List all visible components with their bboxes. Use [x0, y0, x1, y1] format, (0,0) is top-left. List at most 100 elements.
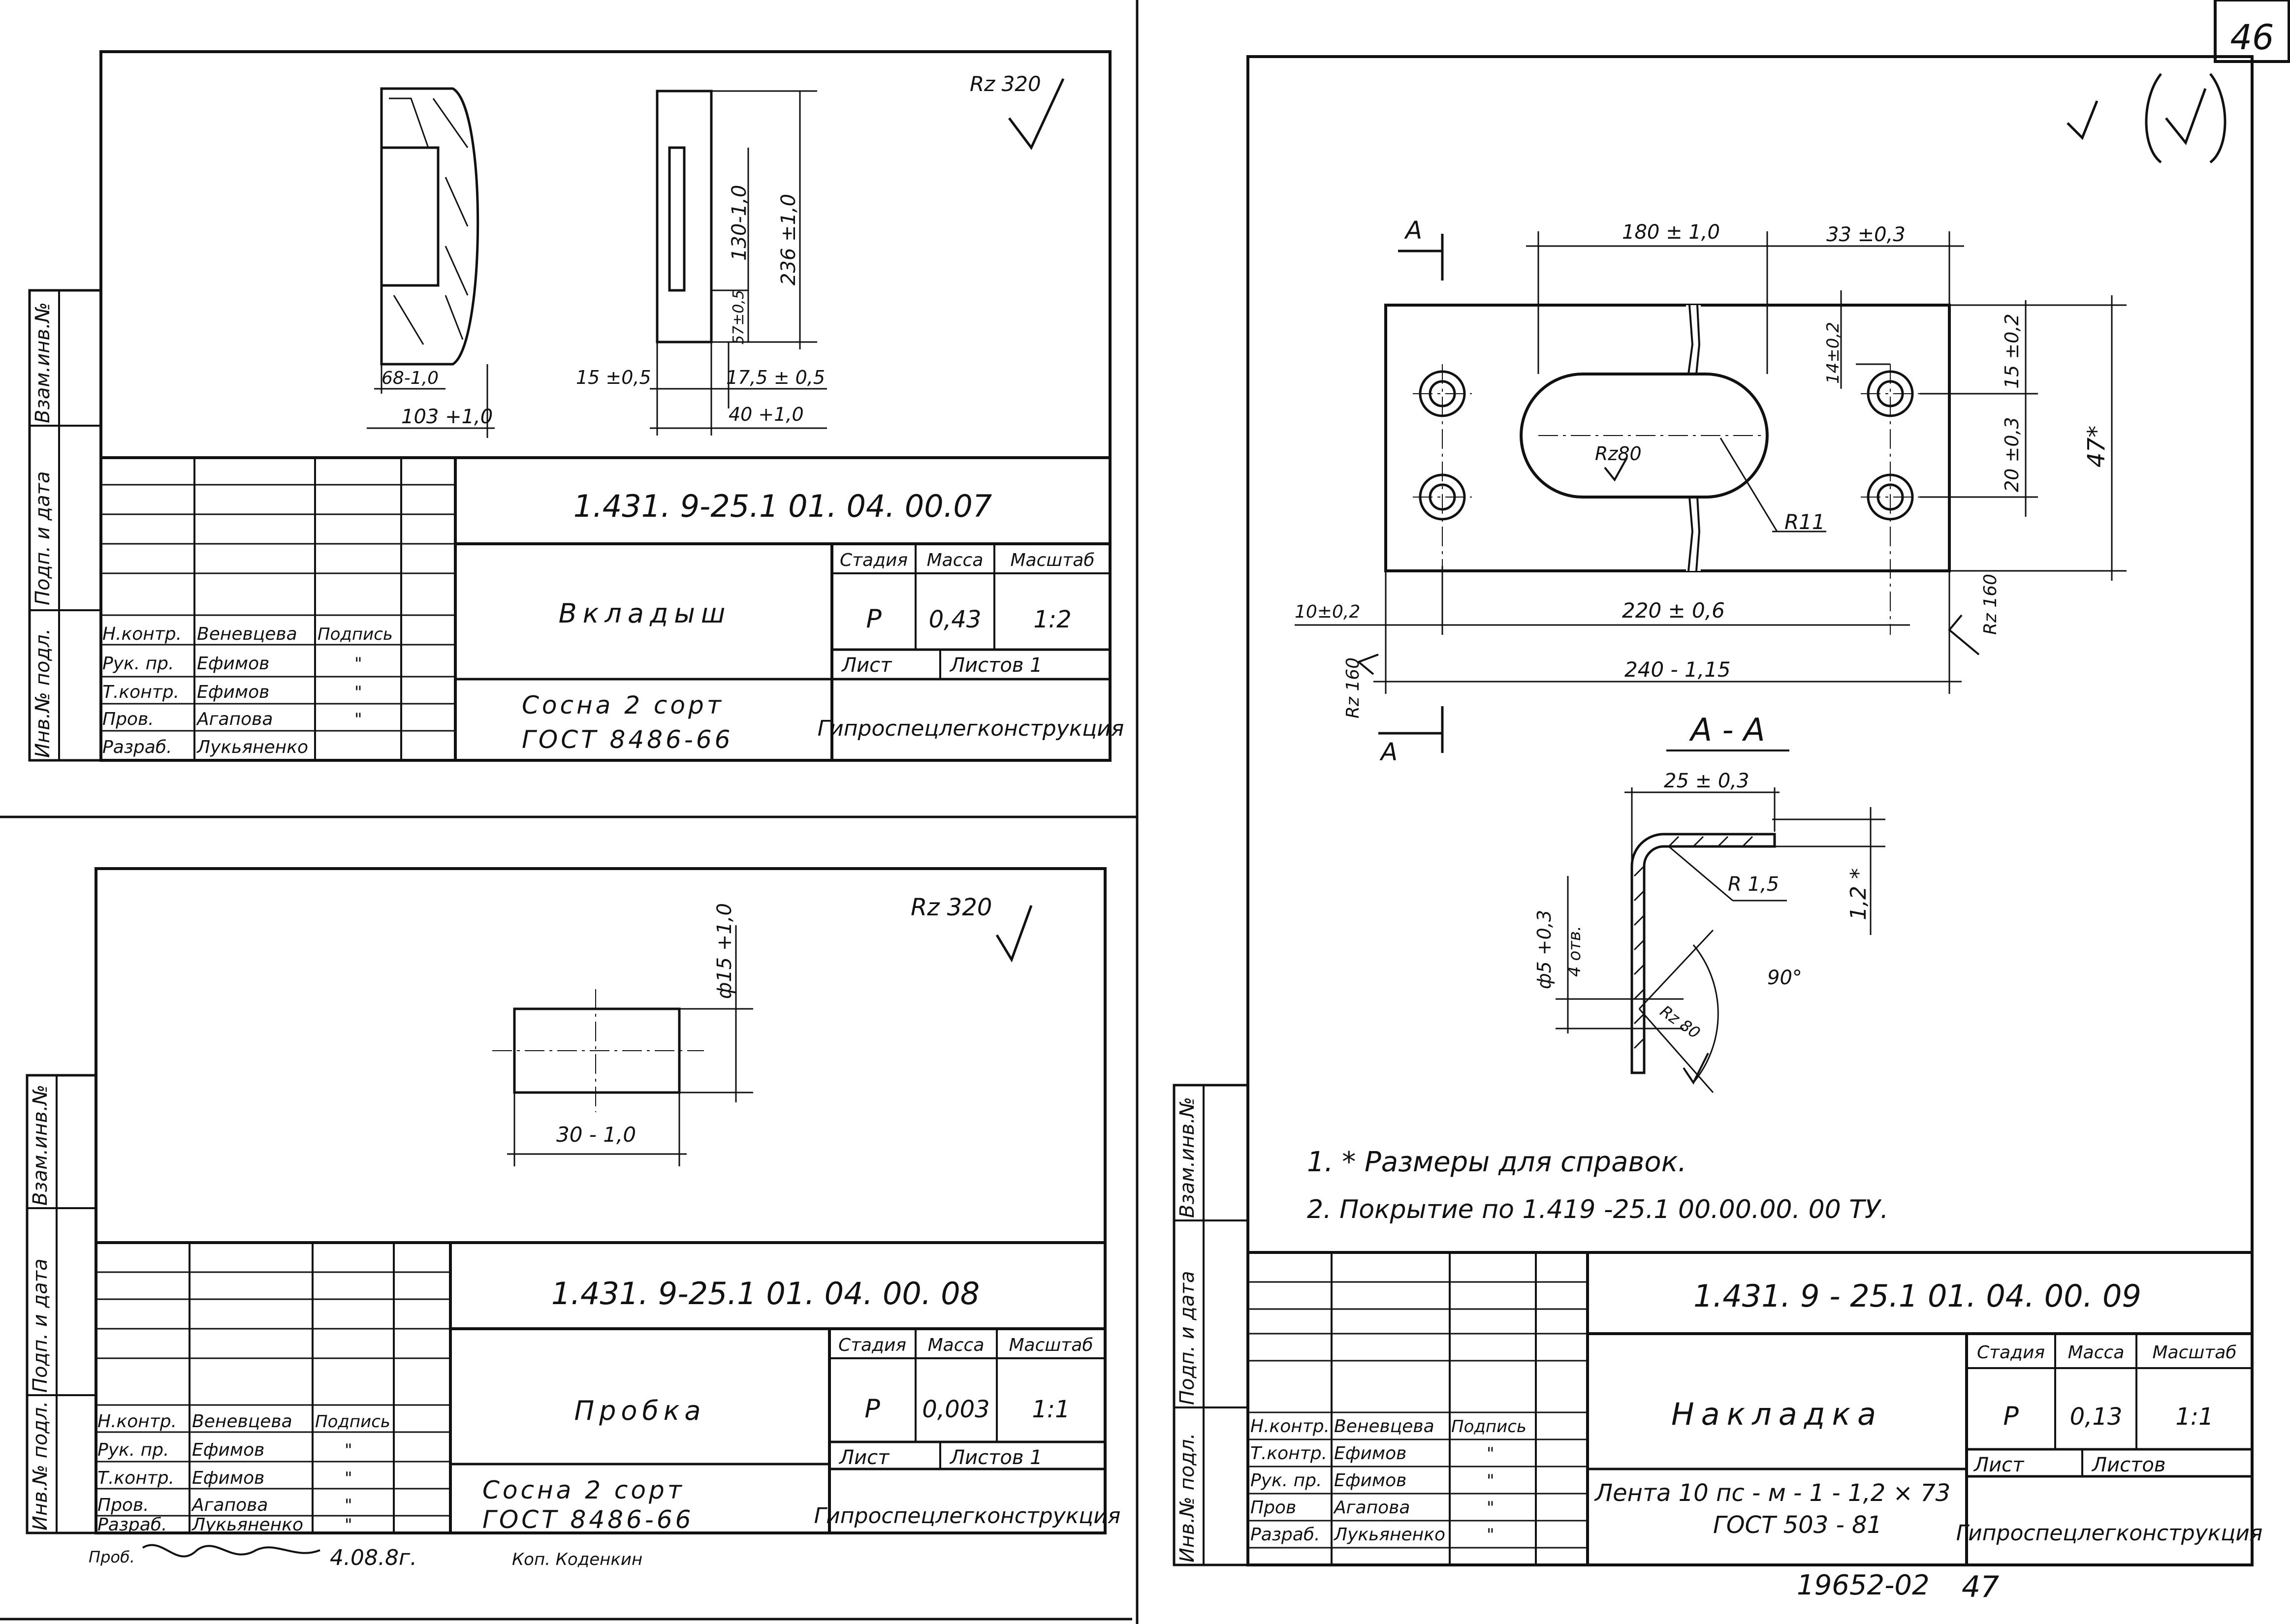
mass-07: 0,43: [929, 606, 982, 633]
dim-09-holes-count: 4 отв.: [1565, 926, 1585, 977]
name-08-0: Веневцева: [192, 1411, 292, 1432]
ditto-09-3: ": [1487, 1498, 1495, 1518]
material-08-line1: Сосна 2 сорт: [482, 1476, 685, 1504]
stamp-inv-09: Инв.№ подл.: [1176, 1433, 1199, 1562]
dim-08-diameter: ф15 +1,0: [713, 903, 736, 999]
role-09-4: Разраб.: [1250, 1525, 1320, 1545]
stage-hdr-07: Стадия: [840, 550, 908, 570]
roughness-07: Rz 320: [970, 72, 1041, 96]
dim-09-d220: 220 ± 0,6: [1622, 598, 1725, 623]
stamp-vzam-09: Взам.инв.№: [1176, 1097, 1199, 1218]
role-08-2: Т.контр.: [97, 1468, 174, 1488]
dim-09-d14: 14±0,2: [1823, 322, 1843, 384]
part-name-08: Пробка: [574, 1395, 706, 1426]
dim-07-d15: 15 ±0,5: [576, 367, 651, 388]
role-09-1: Т.контр.: [1250, 1443, 1327, 1464]
role-09-3: Пров: [1250, 1498, 1296, 1518]
part-name-09: Накладка: [1671, 1396, 1883, 1432]
sheet-07-part-front: [367, 87, 495, 438]
footer-date: 4.08.8г.: [330, 1545, 417, 1570]
stage-hdr-08: Стадия: [838, 1335, 906, 1355]
name-09-2: Ефимов: [1334, 1470, 1406, 1491]
name-08-4: Лукьяненко: [191, 1515, 303, 1535]
roughness-symbol-09: [2067, 100, 2099, 140]
name-07-3: Агапова: [196, 709, 273, 729]
ditto-09-2: ": [1487, 1471, 1495, 1491]
dim-09-rz160a: Rz 160: [1980, 574, 2001, 635]
ditto-08-2: ": [345, 1468, 352, 1488]
role-08-1: Рук. пр.: [97, 1440, 169, 1460]
role-07-1: Рук. пр.: [102, 654, 174, 674]
dim-09-d180: 180 ± 1,0: [1622, 221, 1720, 244]
section-mark-bottom: А: [1379, 738, 1398, 766]
name-08-2: Ефимов: [192, 1468, 264, 1488]
sheet-hdr-07: Лист: [841, 654, 892, 677]
mass-09: 0,13: [2070, 1403, 2123, 1431]
material-09-line2: ГОСТ 503 - 81: [1713, 1511, 1882, 1539]
note-1: 1. * Размеры для справок.: [1307, 1146, 1686, 1178]
role-09-2: Рук. пр.: [1250, 1470, 1322, 1491]
name-08-3: Агапова: [191, 1495, 268, 1515]
ditto-07-2: ": [354, 683, 362, 702]
stamp-podp-08: Подп. и дата: [29, 1259, 52, 1393]
handwritten-signature: [142, 1544, 320, 1558]
stamp-podp-07: Подп. и дата: [32, 471, 54, 605]
sheets-hdr-09: Листов: [2091, 1454, 2165, 1476]
sheets-hdr-08: Листов 1: [949, 1446, 1043, 1469]
sheets-hdr-07: Листов 1: [949, 654, 1043, 677]
material-07-line1: Сосна 2 сорт: [522, 691, 724, 719]
dim-07-width-total: 103 +1,0: [401, 406, 493, 428]
material-07-line2: ГОСТ 8486-66: [522, 725, 733, 754]
stage-hdr-09: Стадия: [1977, 1343, 2045, 1363]
dim-09-d25: 25 ± 0,3: [1664, 770, 1749, 792]
sheet-09-frame: [1173, 55, 2254, 1566]
sheet-hdr-08: Лист: [838, 1446, 890, 1469]
dim-09-rz160b: Rz 160: [1343, 657, 1363, 718]
org-07: Гипроспецлегконструкция: [818, 716, 1124, 741]
scale-hdr-08: Масштаб: [1009, 1335, 1093, 1355]
dim-08-length: 30 - 1,0: [556, 1123, 636, 1147]
designation-09: 1.431. 9 - 25.1 01. 04. 00. 09: [1693, 1278, 2141, 1314]
role-08-4: Разраб.: [97, 1515, 167, 1535]
name-07-1: Ефимов: [197, 654, 269, 674]
sheet-08-part: [492, 925, 753, 1166]
ditto-07-1: ": [354, 654, 362, 674]
dim-07-len-57: 57±0,5: [730, 290, 747, 344]
section-label: А - А: [1688, 712, 1765, 749]
stage-09: Р: [2003, 1402, 2019, 1431]
dim-09-d33: 33 ±0,3: [1826, 223, 1906, 246]
dim-09-d15: 15 ±0,2: [2001, 313, 2023, 389]
ditto-08-4: ": [345, 1515, 352, 1535]
footer-prob: Проб.: [89, 1548, 135, 1566]
ditto-09-4: ": [1487, 1525, 1495, 1545]
role-07-3: Пров.: [102, 709, 154, 729]
sheet-hdr-09: Лист: [1973, 1454, 2025, 1476]
stage-08: Р: [864, 1394, 880, 1424]
designation-07: 1.431. 9-25.1 01. 04. 00.07: [573, 488, 992, 524]
scale-08: 1:1: [1032, 1396, 1070, 1423]
name-08-1: Ефимов: [192, 1440, 264, 1460]
org-08: Гипроспецлегконструкция: [814, 1503, 1121, 1529]
dim-09-d47: 47*: [2083, 426, 2110, 468]
part-name-07: Вкладыш: [559, 598, 732, 629]
ditto-08-1: ": [345, 1440, 352, 1460]
role-08-0: Н.контр.: [97, 1411, 177, 1432]
name-09-3: Агапова: [1333, 1498, 1410, 1518]
stamp-podp-09: Подп. и дата: [1176, 1271, 1199, 1405]
dim-09-holes: ф5 +0,3: [1533, 910, 1555, 989]
podpis-07: Подпись: [318, 625, 393, 644]
footer-kop: Коп. Коденкин: [512, 1550, 642, 1569]
dim-07-len-236: 236 ±1,0: [777, 194, 800, 285]
dim-07-len-130: 130-1,0: [728, 185, 751, 261]
podpis-08: Подпись: [315, 1412, 390, 1432]
role-08-3: Пров.: [97, 1495, 149, 1515]
mass-hdr-07: Масса: [927, 550, 984, 570]
roughness-symbol-07: [1008, 78, 1065, 150]
section-mark-top: А: [1404, 216, 1422, 245]
bottom-number: 19652-02: [1797, 1569, 1930, 1601]
mass-hdr-09: Масса: [2068, 1343, 2125, 1363]
sheet-07-part-side: [650, 90, 827, 436]
role-07-4: Разраб.: [102, 737, 172, 757]
